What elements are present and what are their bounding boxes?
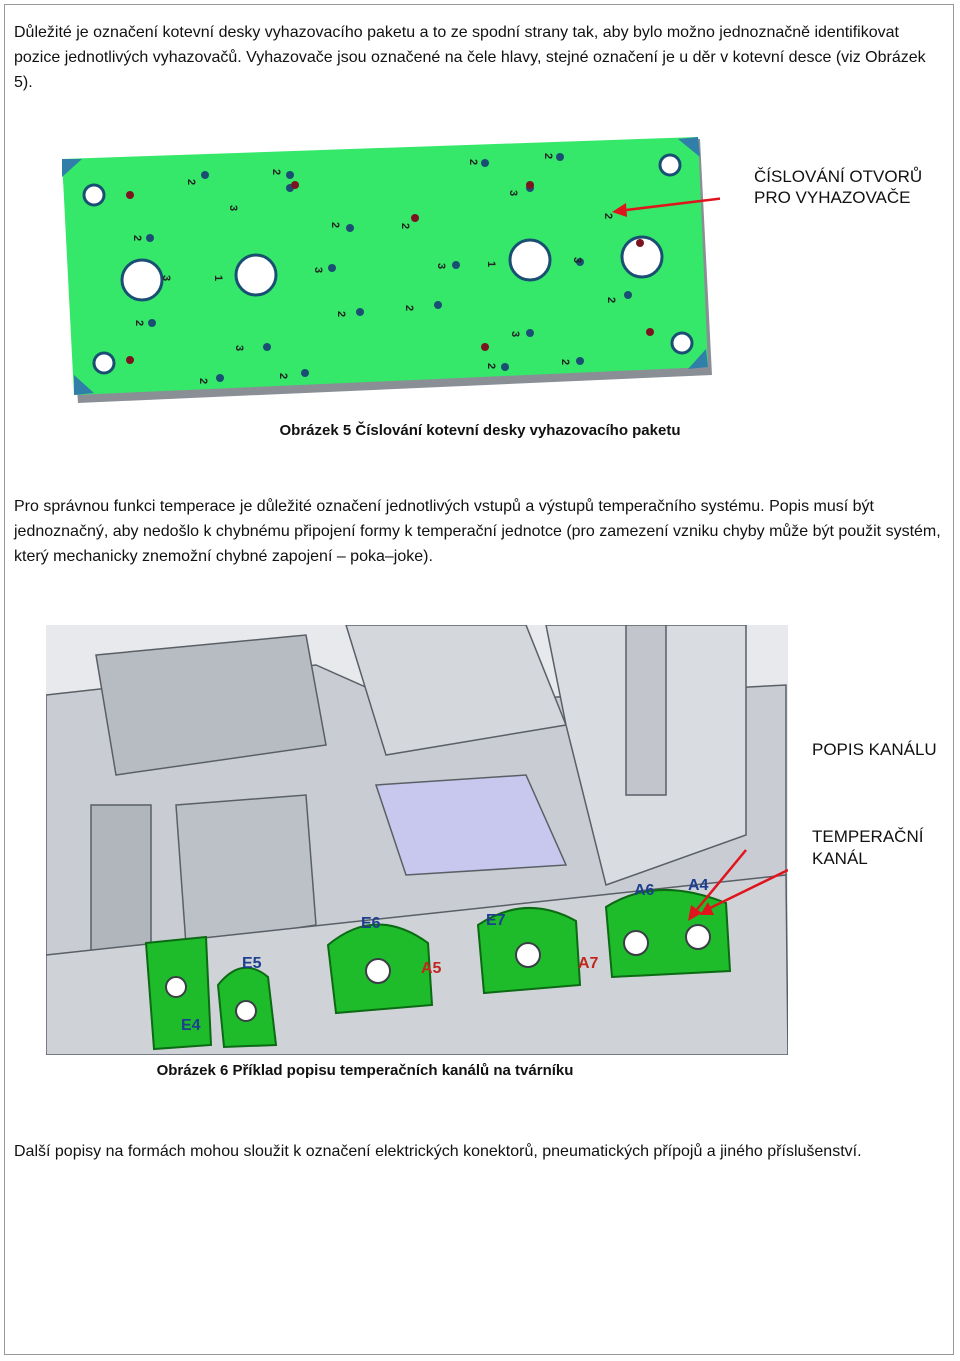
channel-label-e6: E6: [361, 915, 381, 932]
svg-text:3: 3: [227, 205, 239, 211]
annotation-arrow: [612, 197, 720, 217]
channel-label-e5: E5: [242, 955, 262, 972]
figure6-annotation-channel-line1: TEMPERAČNÍ: [812, 827, 924, 846]
figure5-annotation-line2: PRO VYHAZOVAČE: [754, 188, 911, 207]
svg-text:3: 3: [312, 267, 324, 273]
figure5-plate-image: 2 2 3 2 2 2 2 3 2 2 3 1 3 3 1 3 2 2 2 2 …: [62, 137, 720, 403]
svg-text:1: 1: [485, 261, 497, 267]
svg-text:2: 2: [485, 363, 497, 369]
figure6-annotation-channel-label: POPIS KANÁLU: [812, 740, 937, 759]
hole-bottoms: [126, 181, 654, 364]
figure6-caption: Obrázek 6 Příklad popisu temperačních ka…: [156, 1062, 574, 1079]
figure6-core-image: [46, 625, 788, 1055]
svg-text:3: 3: [571, 257, 583, 263]
svg-text:2: 2: [559, 359, 571, 365]
large-holes: [120, 235, 664, 302]
svg-text:2: 2: [133, 320, 145, 326]
channel-label-e7: E7: [486, 912, 506, 929]
channel-holes: [165, 924, 711, 1022]
figure5-caption: Obrázek 5 Číslování kotevní desky vyhazo…: [279, 422, 681, 439]
svg-text:1: 1: [212, 275, 224, 281]
svg-text:3: 3: [233, 345, 245, 351]
figure6-annotation-arrows: [688, 849, 788, 921]
svg-text:3: 3: [435, 263, 447, 269]
svg-text:2: 2: [131, 235, 143, 241]
channel-label-a7: A7: [578, 955, 599, 972]
paragraph-temperace: Pro správnou funkci temperace je důležit…: [14, 498, 941, 565]
svg-text:2: 2: [277, 373, 289, 379]
medium-holes: [82, 153, 694, 375]
plate-corner: [688, 349, 708, 369]
plate-corner: [62, 159, 82, 177]
small-holes: [146, 153, 632, 382]
figure5-annotation-line1: ČÍSLOVÁNÍ OTVORŮ: [754, 167, 923, 186]
channel-label-layer: E4 E5 E6 A5 E7 A7 A6 A4: [46, 625, 788, 1055]
svg-text:2: 2: [335, 311, 347, 317]
svg-text:2: 2: [185, 179, 197, 185]
figure6-annotation-channel-line2: KANÁL: [812, 849, 868, 868]
svg-text:2: 2: [605, 297, 617, 303]
page-border: [4, 4, 954, 1355]
channel-label-a4: A4: [688, 877, 709, 894]
closing-paragraph: Další popisy na formách mohou sloužit k …: [14, 1143, 862, 1160]
plate-face: [62, 137, 708, 395]
svg-text:2: 2: [329, 222, 341, 228]
channel-label-a6: A6: [634, 882, 655, 899]
channel-label-e4: E4: [181, 1017, 201, 1034]
svg-text:2: 2: [270, 169, 282, 175]
plate-corner: [74, 375, 94, 395]
svg-text:3: 3: [160, 275, 172, 281]
svg-text:2: 2: [602, 213, 614, 219]
svg-text:2: 2: [403, 305, 415, 311]
intro-paragraph: Důležité je označení kotevní desky vyhaz…: [14, 24, 926, 91]
svg-text:3: 3: [507, 190, 519, 196]
svg-text:2: 2: [467, 159, 479, 165]
channel-label-a5: A5: [421, 960, 442, 977]
hole-number-labels: 2 2 3 2 2 2 2 3 2 2 3 1 3 3 1 3 2 2 2 2 …: [131, 153, 617, 384]
svg-text:2: 2: [197, 378, 209, 384]
svg-text:2: 2: [399, 223, 411, 229]
svg-text:3: 3: [509, 331, 521, 337]
svg-text:2: 2: [542, 153, 554, 159]
plate-corner: [678, 137, 700, 157]
